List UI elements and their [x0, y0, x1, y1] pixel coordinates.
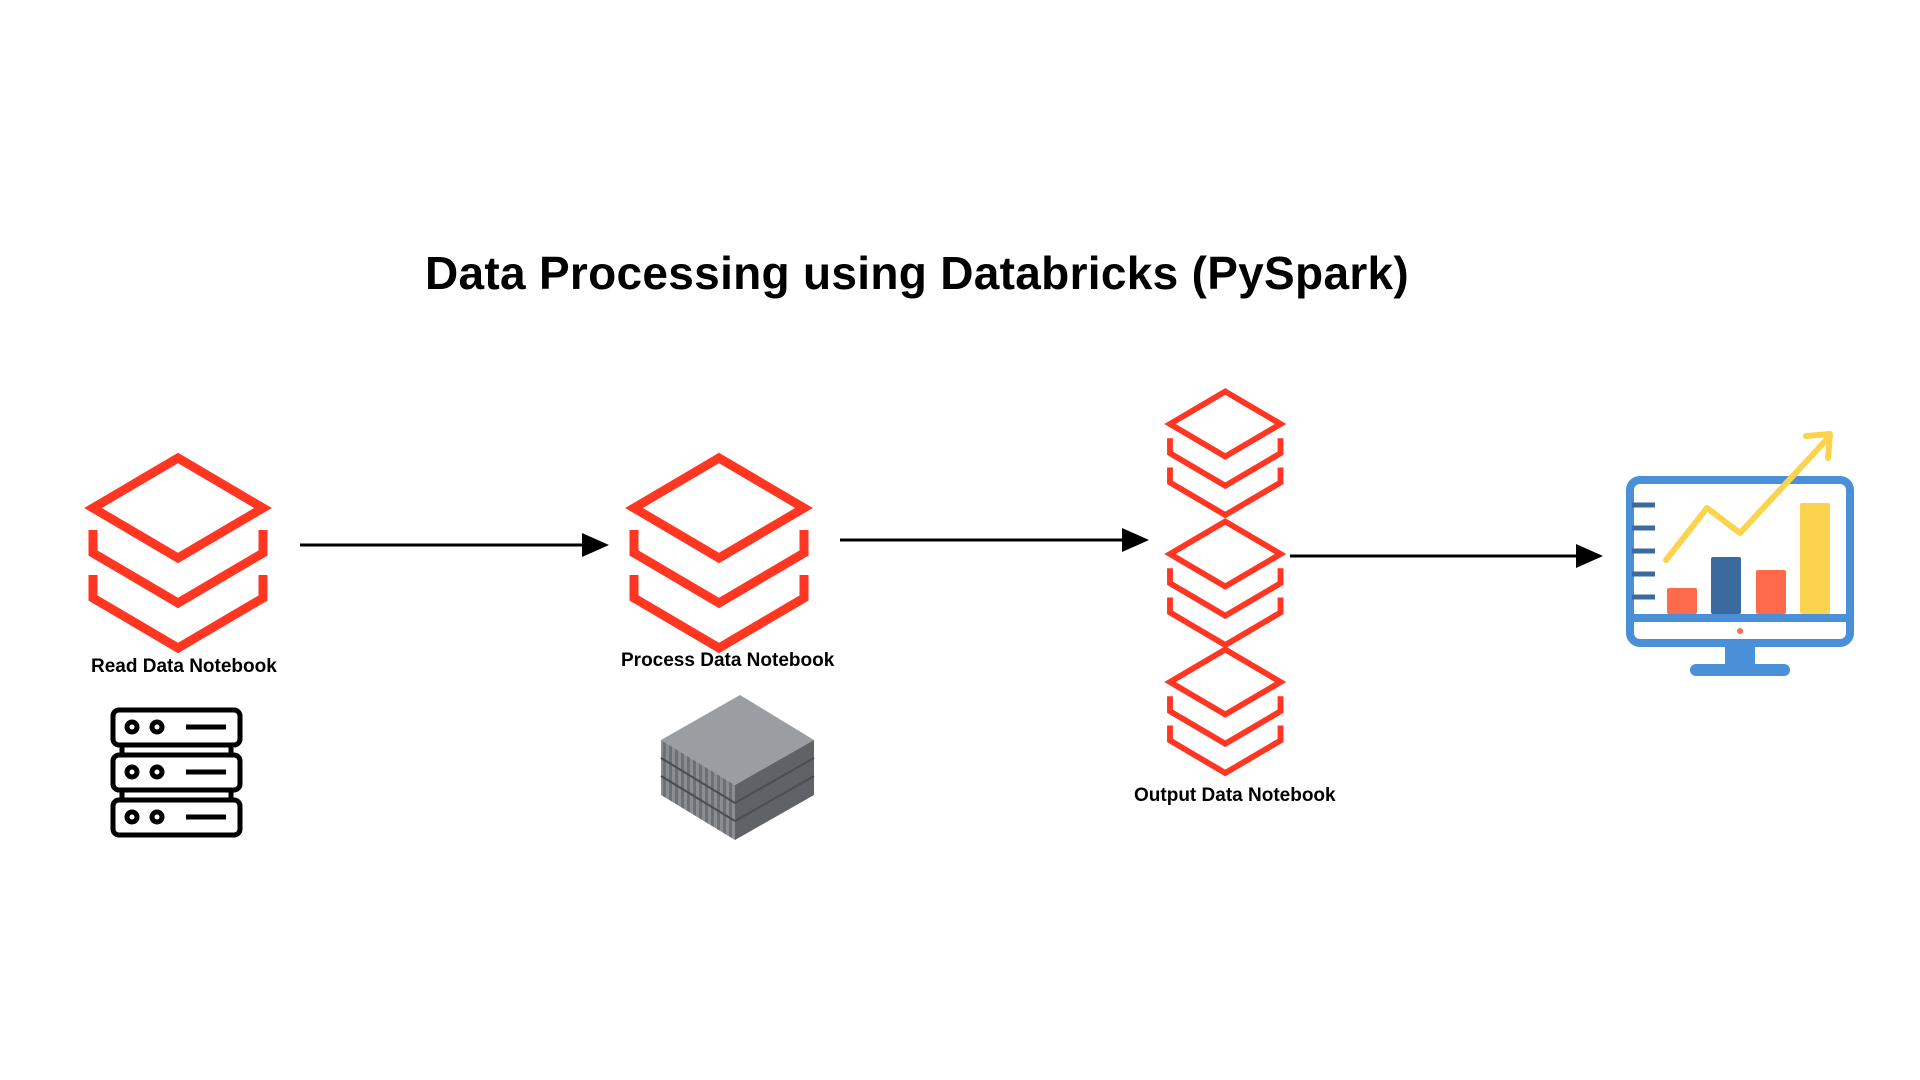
output-databricks-icon-1	[1170, 392, 1281, 516]
server-rack-icon	[110, 707, 243, 838]
node-label-output: Output Data Notebook	[1134, 785, 1336, 806]
server-stack-icon	[660, 695, 815, 840]
diagram-title: Data Processing using Databricks (PySpar…	[424, 247, 1410, 299]
node-label-process: Process Data Notebook	[621, 650, 835, 671]
read-databricks-icon	[93, 458, 263, 648]
node-label-read: Read Data Notebook	[91, 656, 277, 677]
dashboard-monitor-icon	[1626, 431, 1854, 676]
process-databricks-icon	[634, 458, 804, 648]
output-databricks-icon-3	[1170, 650, 1281, 774]
output-databricks-icon-2	[1170, 522, 1281, 646]
